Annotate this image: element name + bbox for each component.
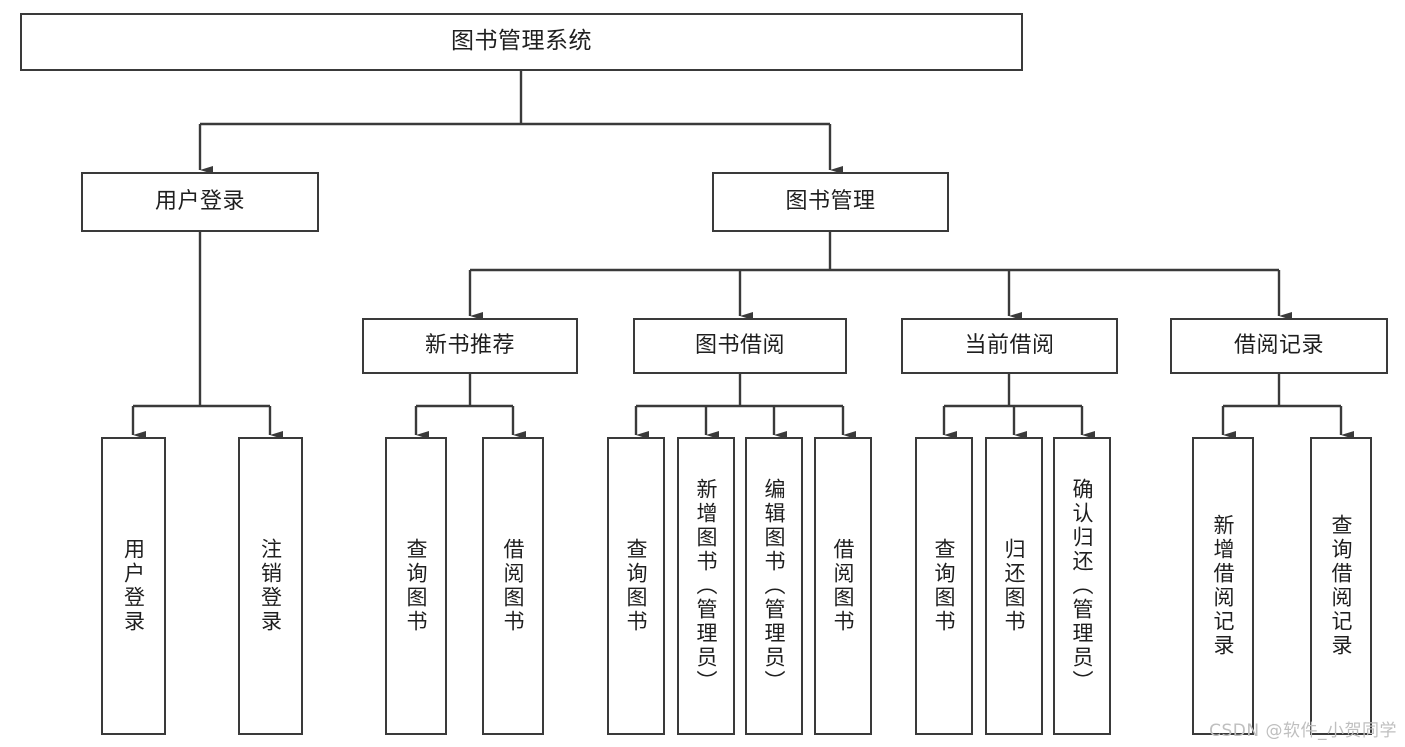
leaf-node[interactable]: 用户登录 [101, 437, 166, 735]
node-borrow-record-label: 借阅记录 [1233, 332, 1324, 358]
leaf-node[interactable]: 新增图书（管理员） [677, 437, 735, 735]
node-book-management[interactable]: 图书管理 [712, 172, 949, 232]
leaf-node[interactable]: 借阅图书 [814, 437, 872, 735]
leaf-node-label: 注销登录 [258, 538, 283, 634]
leaf-node[interactable]: 编辑图书（管理员） [745, 437, 803, 735]
leaf-node-label: 新增图书（管理员） [694, 478, 719, 694]
node-borrow-record[interactable]: 借阅记录 [1170, 318, 1388, 374]
leaf-node-label: 编辑图书（管理员） [762, 478, 787, 694]
node-book-management-label: 图书管理 [785, 188, 876, 214]
leaf-node[interactable]: 查询图书 [915, 437, 973, 735]
leaf-node-label: 查询借阅记录 [1329, 514, 1354, 658]
leaf-node[interactable]: 新增借阅记录 [1192, 437, 1254, 735]
node-new-book-recommend[interactable]: 新书推荐 [362, 318, 578, 374]
node-book-borrow-label: 图书借阅 [694, 332, 785, 358]
node-book-borrow[interactable]: 图书借阅 [633, 318, 847, 374]
leaf-node[interactable]: 归还图书 [985, 437, 1043, 735]
leaf-node-label: 查询图书 [624, 538, 649, 634]
node-user-login[interactable]: 用户登录 [81, 172, 319, 232]
leaf-node[interactable]: 查询图书 [385, 437, 447, 735]
leaf-node-label: 查询图书 [932, 538, 957, 634]
node-root-label: 图书管理系统 [451, 28, 592, 55]
leaf-node-label: 新增借阅记录 [1211, 514, 1236, 658]
leaf-node[interactable]: 查询借阅记录 [1310, 437, 1372, 735]
node-current-borrow-label: 当前借阅 [964, 332, 1055, 358]
leaf-node[interactable]: 注销登录 [238, 437, 303, 735]
leaf-node-label: 归还图书 [1002, 538, 1027, 634]
node-root[interactable]: 图书管理系统 [20, 13, 1023, 71]
leaf-node-label: 用户登录 [121, 538, 146, 634]
leaf-node-label: 确认归还（管理员） [1070, 478, 1095, 694]
node-new-book-recommend-label: 新书推荐 [424, 332, 515, 358]
leaf-node-label: 借阅图书 [501, 538, 526, 634]
leaf-node-label: 借阅图书 [831, 538, 856, 634]
watermark-text: CSDN @软件_小贺同学 [1209, 721, 1397, 741]
node-user-login-label: 用户登录 [154, 188, 245, 214]
leaf-node[interactable]: 确认归还（管理员） [1053, 437, 1111, 735]
leaf-node[interactable]: 查询图书 [607, 437, 665, 735]
node-current-borrow[interactable]: 当前借阅 [901, 318, 1118, 374]
leaf-node-label: 查询图书 [404, 538, 429, 634]
leaf-node[interactable]: 借阅图书 [482, 437, 544, 735]
